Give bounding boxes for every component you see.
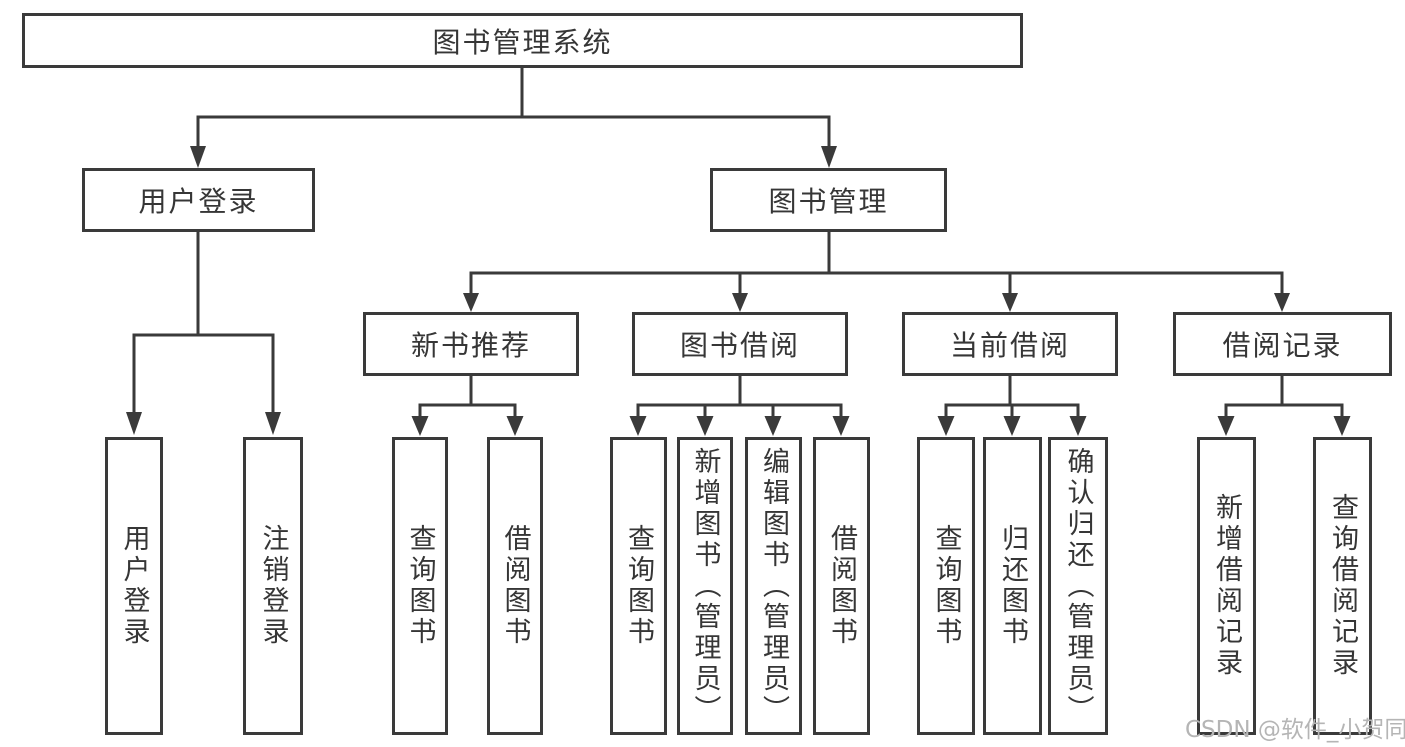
connector-borrow-record-children [1217,376,1351,436]
arrowhead-down-icon [1217,416,1235,436]
leaf-br-add-record: 新增借阅记录 [1197,437,1256,735]
arrowhead-down-icon [937,416,955,436]
arrowhead-down-icon [1274,293,1290,312]
connector-current-borrow-children [937,376,1087,436]
node-borrow-records: 借阅记录 [1173,312,1392,376]
arrowhead-down-icon [732,293,748,312]
leaf-user-login: 用户登录 [105,437,163,735]
node-book-management: 图书管理 [710,168,947,232]
leaf-bb-edit-books-admin: 编辑图书（管理员） [745,437,802,735]
leaf-bb-borrow-books: 借阅图书 [813,437,870,735]
csdn-watermark: CSDN @软件_小贺同学 [1185,717,1405,743]
leaf-nb-borrow-books: 借阅图书 [487,437,543,735]
leaf-cb-confirm-return-admin: 确认归还（管理员） [1048,437,1108,735]
arrowhead-down-icon [629,416,647,436]
arrowhead-down-icon [1069,416,1087,436]
arrowhead-down-icon [463,293,479,312]
leaf-cb-return-books: 归还图书 [983,437,1042,735]
connector-root-to-level2 [190,68,837,168]
arrowhead-down-icon [190,146,206,168]
connector-new-book-children [411,376,524,436]
leaf-logout: 注销登录 [243,437,303,735]
arrowhead-down-icon [506,416,524,436]
leaf-bb-query-books: 查询图书 [610,437,667,735]
arrowhead-down-icon [1003,416,1021,436]
leaf-br-query-record: 查询借阅记录 [1313,437,1372,735]
node-current-borrow: 当前借阅 [902,312,1118,376]
node-root-library-system: 图书管理系统 [22,13,1023,68]
leaf-bb-add-books-admin: 新增图书（管理员） [677,437,733,735]
node-book-borrow: 图书借阅 [632,312,848,376]
connector-book-borrow-children [629,376,850,436]
arrowhead-down-icon [411,416,429,436]
arrowhead-down-icon [1002,293,1018,312]
leaf-nb-query-books: 查询图书 [392,437,448,735]
leaf-cb-query-books: 查询图书 [917,437,975,735]
connector-user-login-children [126,232,281,435]
connector-book-mgmt-to-level3 [463,232,1290,312]
arrowhead-down-icon [265,412,281,435]
arrowhead-down-icon [832,416,850,436]
arrowhead-down-icon [764,416,782,436]
arrowhead-down-icon [1333,416,1351,436]
arrowhead-down-icon [821,146,837,168]
node-new-book-recommend: 新书推荐 [363,312,579,376]
node-user-login: 用户登录 [82,168,315,232]
arrowhead-down-icon [126,412,142,435]
arrowhead-down-icon [696,416,714,436]
